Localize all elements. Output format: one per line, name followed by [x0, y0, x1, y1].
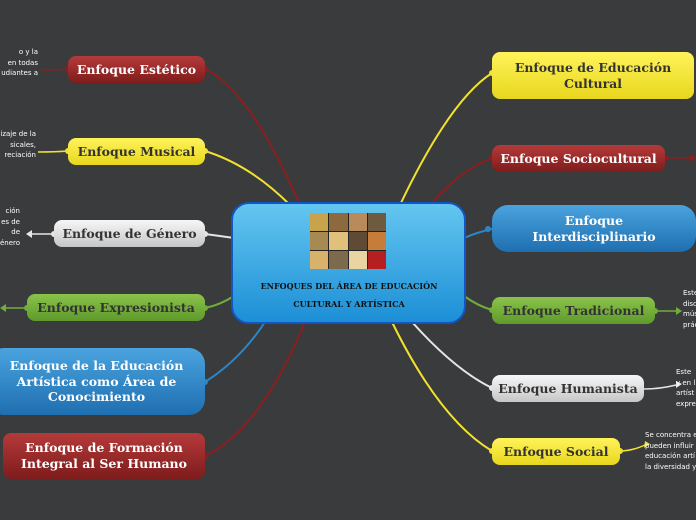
- central-title-line2: CULTURAL Y ARTÍSTICA: [293, 299, 405, 310]
- central-topic-title: ENFOQUES DEL ÁREA DE EDUCACIÓN CULTURAL …: [236, 277, 462, 314]
- link-tradicional: [463, 295, 493, 311]
- link-sociocultural: [429, 157, 493, 206]
- art-collage-image: [310, 213, 386, 269]
- node-enfoque-sociocultural[interactable]: Enfoque Sociocultural: [492, 145, 665, 172]
- node-label: Enfoque Expresionista: [37, 299, 195, 315]
- node-enfoque-genero[interactable]: Enfoque de Género: [54, 220, 205, 247]
- node-label: Enfoque Tradicional: [502, 302, 645, 318]
- link-cultural: [399, 72, 493, 206]
- node-label-line1: Enfoque de Formación: [25, 440, 183, 456]
- node-enfoque-formacion-integral[interactable]: Enfoque de Formación Integral al Ser Hum…: [3, 433, 205, 479]
- node-enfoque-social[interactable]: Enfoque Social: [492, 438, 620, 465]
- link-expresionista: [204, 295, 235, 309]
- note-social: Se concentra e pueden influir educación …: [645, 431, 696, 471]
- central-title-line1: ENFOQUES DEL ÁREA DE EDUCACIÓN: [260, 281, 438, 291]
- link-conocimiento: [204, 321, 266, 383]
- node-label: Enfoque de Género: [62, 225, 197, 241]
- link-humanista: [411, 321, 493, 389]
- node-label: Enfoque de Educación Cultural: [515, 60, 671, 91]
- node-label-line2: Artística como Área de: [16, 373, 177, 389]
- note-humanista: Este y en l artíst expre: [676, 368, 696, 408]
- node-label-line2: Interdisciplinario: [532, 228, 656, 244]
- link-social: [391, 321, 493, 452]
- node-label: Enfoque Estético: [76, 61, 197, 77]
- node-label-line2: Integral al Ser Humano: [21, 456, 187, 471]
- node-enfoque-educacion-cultural[interactable]: Enfoque de Educación Cultural: [492, 52, 694, 99]
- link-formacion: [204, 321, 306, 457]
- node-label: Enfoque de Formación Integral al Ser Hum…: [21, 440, 187, 471]
- node-enfoque-interdisciplinario[interactable]: Enfoque Interdisciplinario: [492, 205, 696, 252]
- note-musical: izaje de la sicales, reciación: [0, 130, 36, 159]
- node-label: Enfoque Interdisciplinario: [532, 213, 655, 244]
- link-musical: [204, 150, 291, 206]
- node-enfoque-estetico[interactable]: Enfoque Estético: [68, 56, 205, 83]
- node-enfoque-expresionista[interactable]: Enfoque Expresionista: [27, 294, 205, 321]
- node-enfoque-area-conocimiento[interactable]: Enfoque de la Educación Artística como Á…: [0, 348, 205, 415]
- node-label: Enfoque Humanista: [498, 380, 638, 396]
- node-label-line3: Conocimiento: [47, 389, 146, 405]
- node-enfoque-humanista[interactable]: Enfoque Humanista: [492, 375, 644, 402]
- note-tradicional: Este disc mús prác: [683, 289, 696, 329]
- node-label-line1: Enfoque: [564, 212, 624, 228]
- node-enfoque-tradicional[interactable]: Enfoque Tradicional: [492, 297, 655, 324]
- node-label-line1: Enfoque de la Educación: [9, 358, 184, 374]
- node-label: Enfoque Sociocultural: [500, 150, 657, 166]
- node-label: Enfoque Social: [503, 443, 609, 459]
- note-estetico: o y la en todas udiantes a: [1, 48, 38, 77]
- link-estetico: [204, 68, 301, 206]
- link-genero: [204, 233, 235, 239]
- node-label: Enfoque de la Educación Artística como Á…: [10, 358, 184, 405]
- note-genero: ción es de de énero: [0, 207, 21, 247]
- node-enfoque-musical[interactable]: Enfoque Musical: [68, 138, 205, 165]
- node-label: Enfoque Musical: [77, 143, 196, 159]
- node-label-line1: Enfoque de Educación: [514, 59, 672, 75]
- node-label-line2: Cultural: [563, 75, 623, 91]
